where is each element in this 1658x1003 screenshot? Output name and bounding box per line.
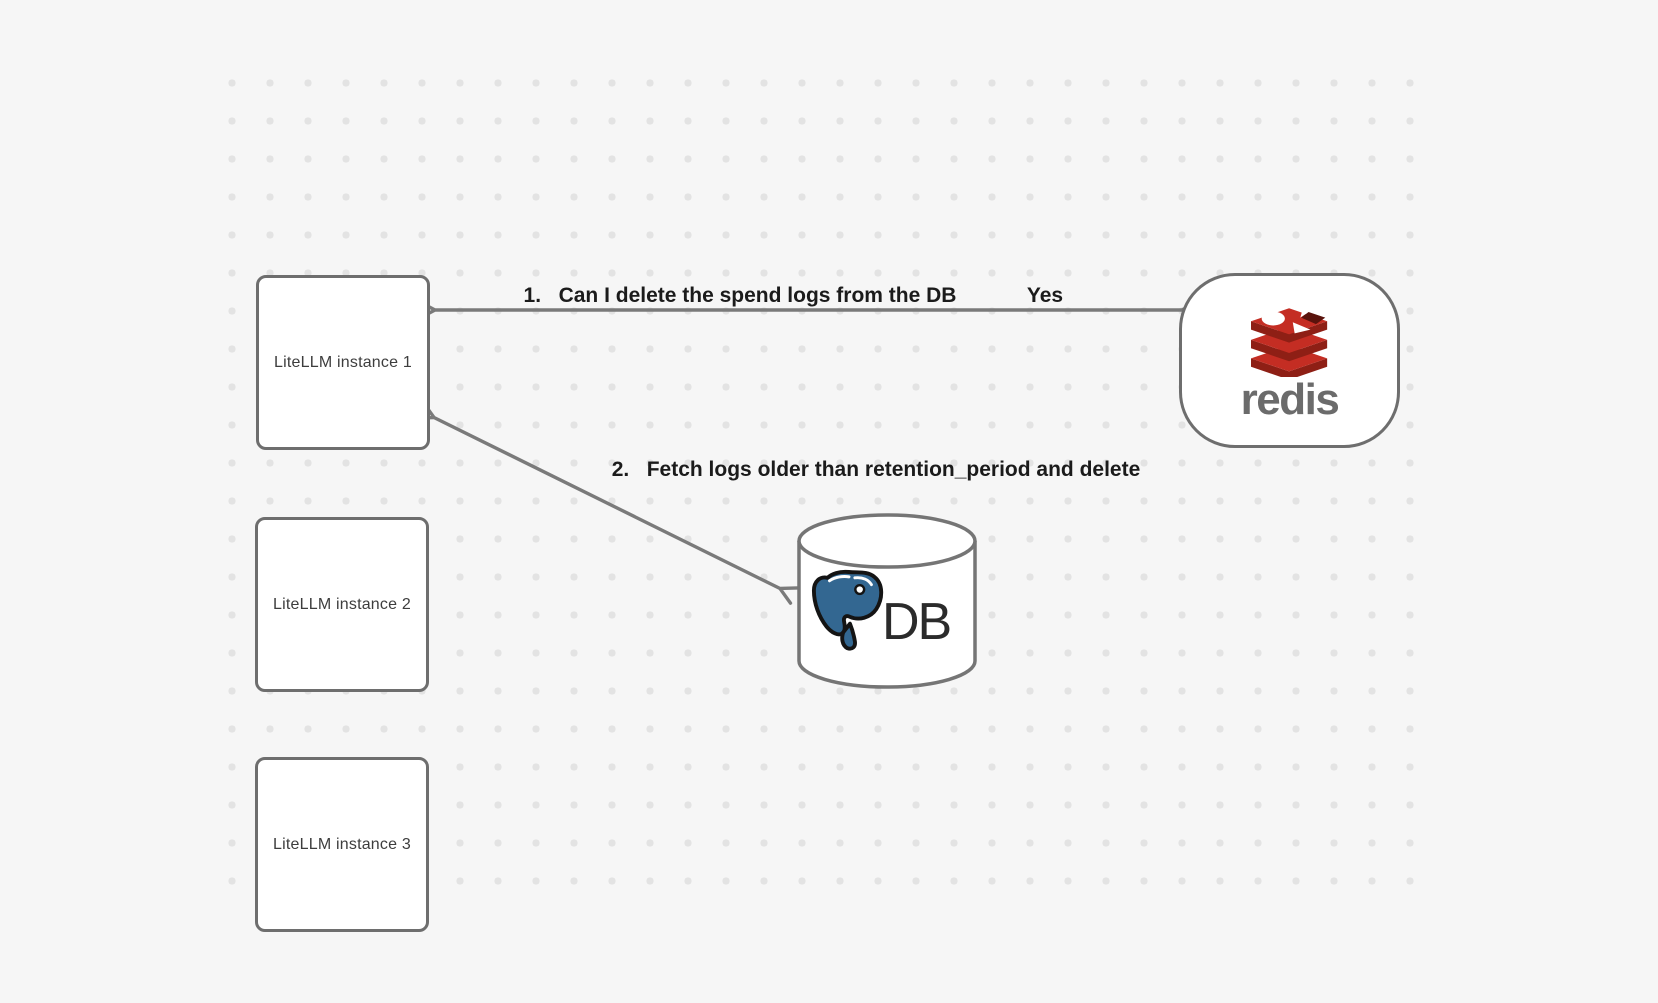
edge-redis-question-label[interactable]: 1. Can I delete the spend logs from the … [523,284,957,307]
node-litellm-instance-2-label: LiteLLM instance 2 [273,595,411,613]
edge-db-fetch-label[interactable]: 2. Fetch logs older than retention_perio… [611,458,1141,481]
db-label: DB [882,593,952,651]
node-litellm-instance-1-label: LiteLLM instance 1 [274,353,412,371]
node-litellm-instance-2[interactable]: LiteLLM instance 2 [255,517,429,692]
node-litellm-instance-3-label: LiteLLM instance 3 [273,835,411,853]
node-litellm-instance-3[interactable]: LiteLLM instance 3 [255,757,429,932]
node-redis[interactable]: redis [1179,273,1400,448]
node-litellm-instance-1[interactable]: LiteLLM instance 1 [256,275,430,450]
edge-redis-response-label[interactable]: Yes [1026,284,1064,307]
redis-wordmark: redis [1240,375,1340,424]
postgresql-logo-icon [811,569,884,651]
edge-db-fetch-arrow[interactable] [414,401,800,605]
redis-logo-icon [1250,300,1327,377]
